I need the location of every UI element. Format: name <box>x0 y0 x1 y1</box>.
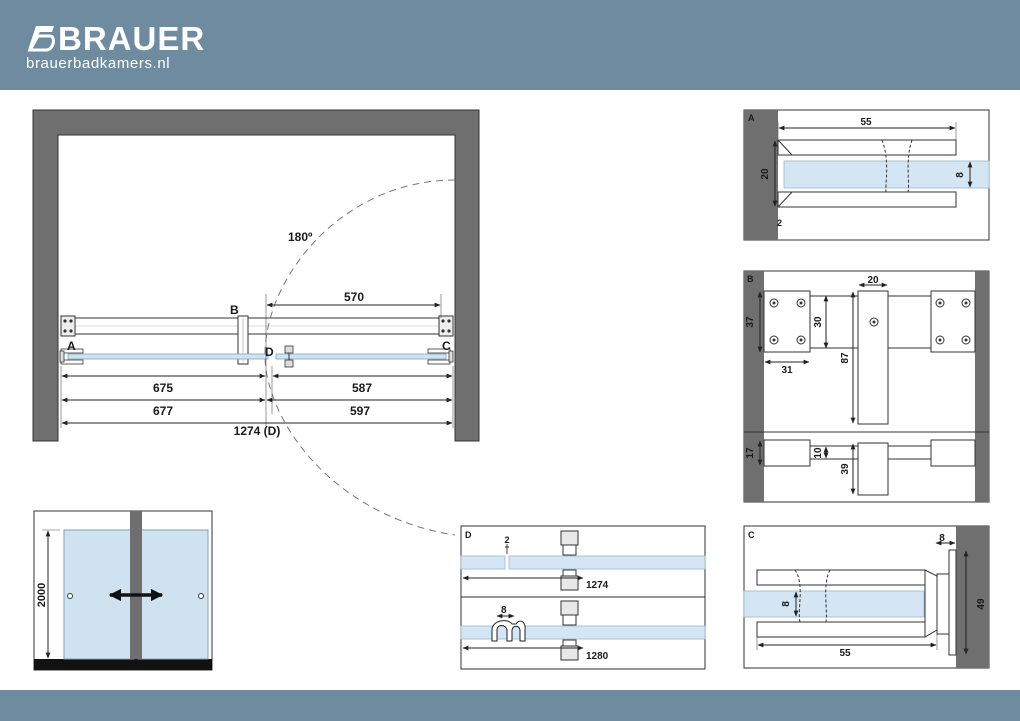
detail-c-d49: 49 <box>976 598 987 610</box>
detail-a-label: A <box>748 113 755 123</box>
brand-mark-icon <box>27 26 55 52</box>
detail-b-d87: 87 <box>840 352 851 364</box>
dim-total-label: 1274 (D) <box>234 424 281 438</box>
swing-arc <box>264 179 456 536</box>
label-c: C <box>442 339 451 353</box>
brand-name: BRAUER <box>58 20 206 57</box>
height-label: 2000 <box>36 583 48 607</box>
wall-bracket-right <box>438 315 454 337</box>
seal-profile <box>491 620 526 642</box>
plan-view: 180º B A D C 570 675 587 677 597 1274 (D… <box>32 109 480 536</box>
detail-d-d2: 2 <box>504 535 509 545</box>
wall <box>956 526 989 668</box>
detail-c-d8-top: 8 <box>939 533 945 544</box>
wall <box>744 110 778 240</box>
glass <box>743 590 925 618</box>
front-elevation: 2000 <box>33 510 213 671</box>
detail-a-gap: 2 <box>777 218 782 228</box>
detail-b-d30: 30 <box>813 316 824 328</box>
wall-niche <box>32 109 480 442</box>
detail-d-d1280: 1280 <box>586 651 609 662</box>
detail-a-height: 20 <box>760 168 771 180</box>
footer-band <box>0 690 1020 721</box>
brand-url: brauerbadkamers.nl <box>26 55 171 72</box>
detail-a-width: 55 <box>860 117 872 128</box>
detail-b-d39: 39 <box>840 463 851 475</box>
label-a: A <box>67 339 76 353</box>
wall-bracket-left <box>60 315 76 337</box>
handle-d <box>284 345 294 354</box>
dim-right-1-label: 587 <box>352 381 372 395</box>
detail-c: C 8 49 8 55 <box>743 525 990 669</box>
detail-b-d37: 37 <box>745 316 756 328</box>
header-band <box>0 0 1020 90</box>
wall-right <box>975 271 989 502</box>
angle-label: 180º <box>288 230 313 244</box>
detail-d-d1274: 1274 <box>586 580 609 591</box>
detail-d-label: D <box>465 530 472 540</box>
detail-c-d55: 55 <box>839 648 851 659</box>
detail-c-d8-glass: 8 <box>781 601 792 607</box>
dim-top-label: 570 <box>344 290 364 304</box>
detail-c-label: C <box>748 530 755 540</box>
detail-b: B 20 37 30 31 87 17 10 39 <box>743 270 990 503</box>
detail-b-d20: 20 <box>867 275 879 286</box>
wall-post <box>130 511 142 659</box>
detail-d-d8: 8 <box>501 605 507 616</box>
detail-a: A 55 20 8 2 <box>743 109 990 241</box>
dim-left-1-label: 675 <box>153 381 173 395</box>
detail-b-d10: 10 <box>813 447 824 459</box>
wall-left <box>744 271 764 502</box>
label-d: D <box>265 345 274 359</box>
glass-sliding <box>275 353 447 360</box>
detail-b-label: B <box>747 274 754 284</box>
label-b: B <box>230 303 239 317</box>
detail-b-d17: 17 <box>745 447 756 459</box>
detail-d: D 2 1274 8 1280 <box>460 525 706 670</box>
dim-left-2-label: 677 <box>153 404 173 418</box>
detail-a-glass: 8 <box>955 172 966 178</box>
dim-right-2-label: 597 <box>350 404 370 418</box>
floor <box>34 659 212 670</box>
glass-fixed <box>67 353 269 360</box>
detail-b-d31: 31 <box>781 365 793 376</box>
